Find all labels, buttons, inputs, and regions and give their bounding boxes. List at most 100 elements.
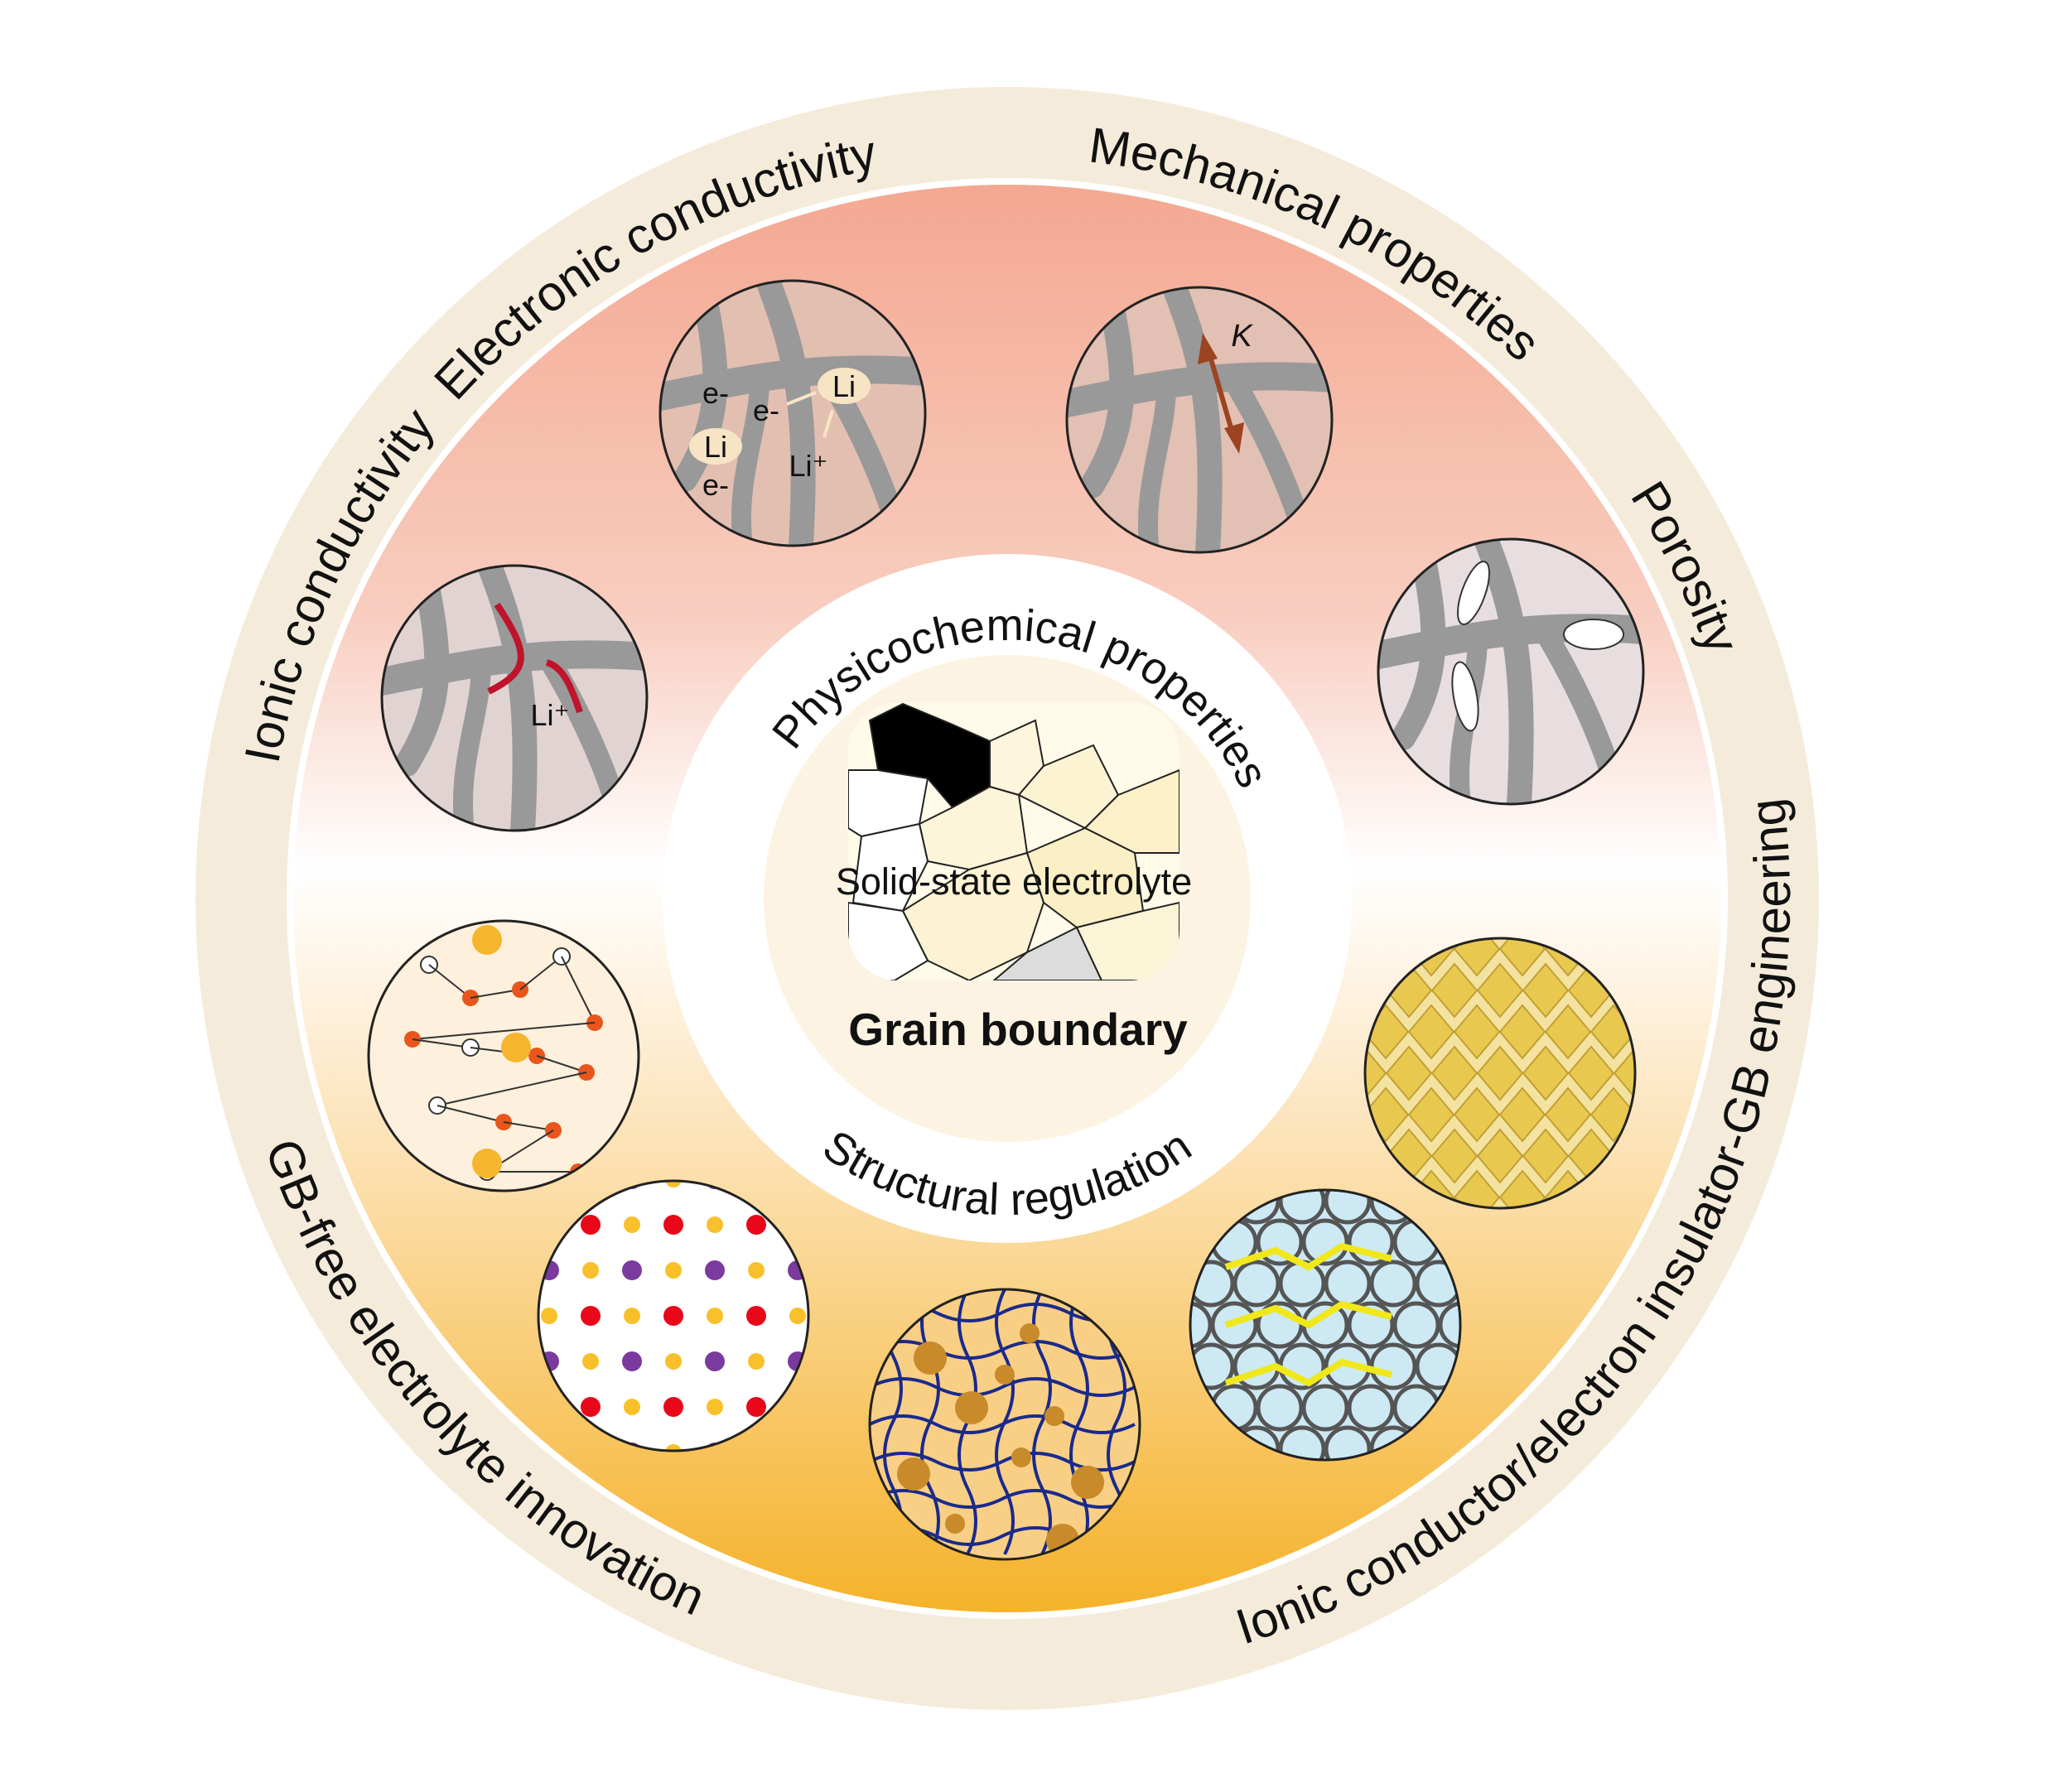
honeycomb-cell [1190, 1301, 1213, 1349]
pore [1563, 619, 1624, 650]
circle-ionic [380, 564, 649, 832]
polyhedron [1544, 1086, 1592, 1143]
li-ion-label: Li⁺ [530, 698, 569, 732]
circle-electronic [658, 279, 927, 547]
honeycomb-cell [1233, 1260, 1281, 1308]
polyhedron [1430, 1128, 1479, 1184]
arrow-icon [822, 409, 834, 438]
grain-cell [1075, 901, 1179, 980]
particle [1071, 1466, 1104, 1499]
particle [472, 1149, 502, 1178]
honeycomb-cell [1210, 1301, 1258, 1349]
lattice-atom [746, 1215, 766, 1235]
honeycomb-cell [1324, 1425, 1372, 1460]
polyhedron [1385, 1045, 1433, 1101]
center-title: Grain boundary [848, 1004, 1188, 1055]
honeycomb-cell [1256, 1218, 1304, 1266]
honeycomb-cell [1278, 1425, 1326, 1460]
honeycomb-cell [1347, 1218, 1395, 1266]
ion-path-arrow-icon [545, 659, 583, 714]
electron-label: e- [753, 393, 779, 427]
circle-border [380, 564, 649, 832]
toughness-label: K [1231, 319, 1253, 354]
pore [1457, 561, 1490, 625]
grain-boundary-branch [1162, 287, 1223, 552]
circle-porosity [1377, 537, 1645, 806]
lattice-atom [624, 1308, 640, 1324]
ion-path-arrow-icon [487, 602, 524, 695]
bond [561, 956, 596, 1024]
polyhedron [1498, 1169, 1546, 1208]
double-arrow-icon [1205, 347, 1237, 440]
particle [501, 1033, 531, 1062]
bond [536, 1055, 587, 1073]
grain-cell [1083, 768, 1179, 854]
polyhedron [1498, 1004, 1546, 1060]
polyhedron [1365, 1045, 1387, 1101]
grain-boundary-branch [1533, 619, 1621, 782]
grain-boundary-branch [452, 655, 491, 831]
lattice-atom [746, 1397, 766, 1417]
grain-cell [851, 822, 929, 913]
honeycomb-cell [1415, 1260, 1460, 1308]
polymer-chain [870, 1489, 1136, 1509]
polyhedron [1498, 1086, 1546, 1143]
particle [995, 1365, 1015, 1385]
grain-boundary-branch [1222, 368, 1310, 530]
polyhedron [1407, 1086, 1455, 1143]
lattice-atom [707, 1216, 723, 1233]
lattice-atom [624, 1216, 640, 1233]
lattice-atom [622, 1260, 642, 1280]
ion-pathway [1224, 1242, 1392, 1271]
polymer-chain [1069, 1289, 1089, 1555]
lattice-atom [707, 1399, 723, 1415]
circle-border [1377, 537, 1645, 806]
polyhedron [1522, 1045, 1570, 1101]
particle [1044, 1406, 1064, 1426]
particle [1011, 1448, 1031, 1467]
lattice-atom [665, 1262, 682, 1279]
grain-boundary-branch [1474, 539, 1534, 804]
honeycomb-cell [1347, 1384, 1395, 1432]
grain-cell [848, 901, 929, 980]
pore [1451, 661, 1479, 732]
honeycomb-cell [1347, 1301, 1395, 1349]
polyhedron [1522, 962, 1570, 1019]
polyhedron [1453, 1086, 1501, 1143]
honeycomb-cell [1190, 1342, 1235, 1390]
grain-boundary-branch [1137, 377, 1176, 552]
circle-border [537, 1179, 810, 1452]
electron-label: e- [702, 376, 729, 410]
grain-cell [901, 851, 1045, 980]
li-atom [818, 368, 871, 404]
lattice-atom [581, 1306, 601, 1326]
circle-polymer [868, 1288, 1141, 1561]
electronic-circle-labels: e- e- e- Li Li Li⁺ [689, 368, 871, 502]
circle-network [367, 919, 640, 1192]
circle-border [658, 279, 927, 547]
li-ion-label: Li⁺ [789, 449, 827, 483]
ion-pathway [1224, 1300, 1392, 1329]
grain-boundary-branch [1067, 362, 1332, 417]
circle-border [1189, 1188, 1462, 1462]
lattice-atom [622, 1351, 642, 1371]
honeycomb-cell [1301, 1218, 1349, 1266]
bond [470, 989, 521, 999]
lattice-atom [748, 1353, 765, 1370]
lattice-atom [624, 1399, 640, 1415]
mechanical-circle-labels: K [1198, 319, 1253, 454]
circle-border [868, 1288, 1141, 1561]
grain-boundary-branch [382, 640, 647, 696]
honeycomb-cell [1369, 1260, 1417, 1308]
polyhedron [1476, 1128, 1524, 1184]
lattice-atom [746, 1306, 766, 1326]
arrow-icon [786, 391, 817, 406]
lattice-atom [789, 1308, 806, 1324]
bond [412, 1038, 471, 1048]
particle [472, 925, 502, 955]
ion-pathway [1224, 1358, 1392, 1387]
honeycomb-cell [1301, 1384, 1349, 1432]
ionic-circle-labels: Li⁺ [487, 602, 583, 732]
honeycomb-cell [1190, 1260, 1235, 1308]
